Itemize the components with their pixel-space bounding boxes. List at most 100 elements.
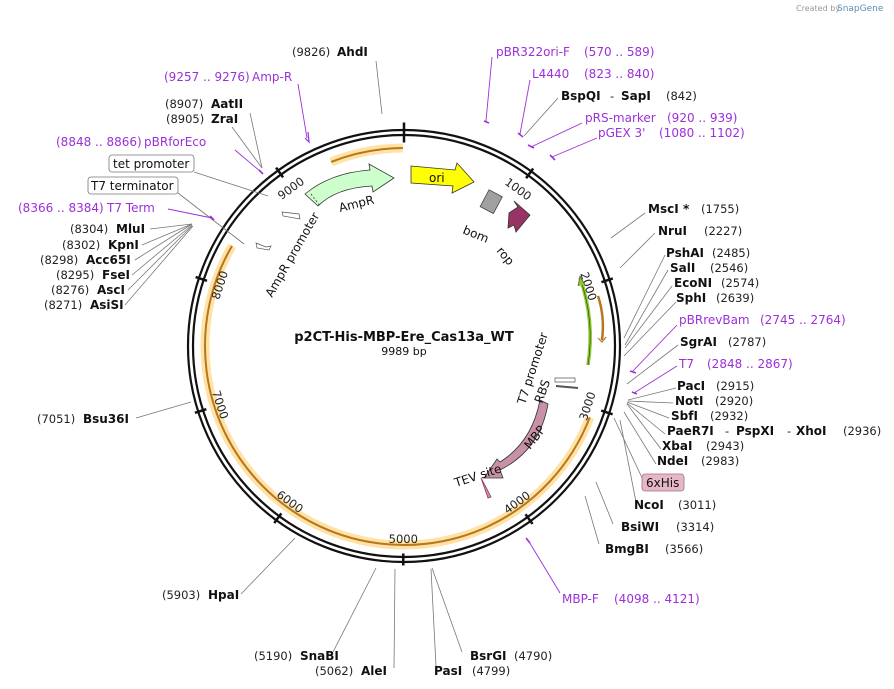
site-nrui[interactable]: NruI (2227) xyxy=(658,224,742,238)
site-ndei[interactable]: NdeI (2983) xyxy=(657,454,739,468)
feature-bom[interactable]: bom xyxy=(461,189,503,246)
site-ncoi[interactable]: NcoI (3011) xyxy=(634,498,716,512)
leader-mlui xyxy=(149,223,193,230)
leader-paci xyxy=(627,387,677,401)
ori-arrow xyxy=(410,162,475,194)
feature-ori[interactable]: ori xyxy=(410,162,475,194)
ampr-promoter-arrow xyxy=(255,242,272,251)
feature-ampr-promoter[interactable]: AmpR promoter xyxy=(255,210,322,300)
primer-mark-pbr322ori-f xyxy=(483,120,490,124)
site-sali[interactable]: SalI (2546) xyxy=(670,261,748,275)
leader-sphi xyxy=(623,301,677,357)
site-bspqi-pos: (842) xyxy=(666,89,697,103)
site-econi[interactable]: EcoNI (2574) xyxy=(674,276,759,290)
site-bsu36i-pos: (7051) xyxy=(37,412,75,426)
primer-mbp-f[interactable]: MBP-F (4098 .. 4121) xyxy=(562,592,700,606)
site-sbfi-pos: (2932) xyxy=(710,409,748,423)
leader-tet-promoter xyxy=(193,171,269,197)
site-pshai[interactable]: PshAI (2485) xyxy=(666,246,750,260)
site-sgrai[interactable]: SgrAI (2787) xyxy=(680,335,766,349)
boxed-t7-terminator[interactable]: T7 terminator xyxy=(87,176,179,195)
site-paer7i-pspxi-xhoi[interactable]: PaeR7I - PspXI - XhoI (2936) xyxy=(667,424,881,438)
leader-t7 xyxy=(633,365,678,394)
site-mlui[interactable]: (8304) MluI xyxy=(70,222,145,236)
primer-prs-marker[interactable]: pRS-marker (920 .. 939) xyxy=(585,111,737,125)
site-bsrgi-name: BsrGI xyxy=(470,649,507,663)
site-zrai[interactable]: (8905) ZraI xyxy=(166,112,238,126)
site-noti[interactable]: NotI (2920) xyxy=(675,394,753,408)
boxed-tet-promoter[interactable]: tet promoter xyxy=(108,154,195,173)
site-asci[interactable]: (8276) AscI xyxy=(51,283,125,297)
site-alei[interactable]: (5062) AleI xyxy=(315,664,387,678)
site-paer7i-pos: (2936) xyxy=(843,424,881,438)
tick-mark-7000 xyxy=(194,407,207,415)
site-bsrgi[interactable]: BsrGI (4790) xyxy=(470,649,552,663)
mbp-arrow xyxy=(483,399,549,479)
primer-t7-term[interactable]: (8366 .. 8384) T7 Term xyxy=(18,201,155,215)
primer-pgex3[interactable]: pGEX 3' (1080 .. 1102) xyxy=(598,126,745,140)
site-bsiwi[interactable]: BsiWI (3314) xyxy=(621,520,714,534)
site-pshai-pos: (2485) xyxy=(712,246,750,260)
site-sali-name: SalI xyxy=(670,261,695,275)
site-zrai-name: ZraI xyxy=(211,112,238,126)
green-orf-head xyxy=(577,275,586,287)
site-kpni[interactable]: (8302) KpnI xyxy=(62,238,139,252)
site-nrui-pos: (2227) xyxy=(704,224,742,238)
leader-bsiwi xyxy=(595,481,614,525)
site-bspqi-sapi[interactable]: BspQI - SapI (842) xyxy=(561,89,697,103)
site-msci-name: MscI xyxy=(648,202,679,216)
site-snabi-name: SnaBI xyxy=(300,649,339,663)
primer-pbrrevbam[interactable]: pBRrevBam (2745 .. 2764) xyxy=(679,313,846,327)
site-bmgbi-name: BmgBI xyxy=(605,542,649,556)
leader-alei xyxy=(393,568,396,669)
site-bsu36i[interactable]: (7051) Bsu36I xyxy=(37,412,129,426)
leader-ndei xyxy=(623,411,657,465)
site-fsei-pos: (8295) xyxy=(56,268,94,282)
site-aatii[interactable]: (8907) AatII xyxy=(165,97,243,111)
tick-label-2000: 2000 xyxy=(577,270,599,302)
site-mlui-pos: (8304) xyxy=(70,222,108,236)
site-msci[interactable]: MscI * (1755) xyxy=(648,202,739,216)
feature-ampr[interactable]: AmpR xyxy=(304,163,395,215)
site-sbfi[interactable]: SbfI (2932) xyxy=(671,409,748,423)
site-asisi-pos: (8271) xyxy=(44,298,82,312)
site-fsei-name: FseI xyxy=(102,268,130,282)
site-bmgbi-pos: (3566) xyxy=(665,542,703,556)
primer-pbr322ori-f[interactable]: pBR322ori-F (570 .. 589) xyxy=(496,45,654,59)
site-ahdi[interactable]: (9826) AhdI xyxy=(292,45,368,59)
site-pasi[interactable]: PasI (4799) xyxy=(434,664,510,678)
site-asci-pos: (8276) xyxy=(51,283,89,297)
primer-amp-r[interactable]: (9257 .. 9276) Amp-R xyxy=(164,70,292,84)
site-asisi-name: AsiSI xyxy=(90,298,124,312)
site-sphi[interactable]: SphI (2639) xyxy=(676,291,754,305)
site-hpai[interactable]: (5903) HpaI xyxy=(162,588,239,602)
primer-mark-pbrrevbam xyxy=(629,370,637,374)
site-asisi[interactable]: (8271) AsiSI xyxy=(44,298,124,312)
site-bsiwi-pos: (3314) xyxy=(676,520,714,534)
primer-t7-name: T7 xyxy=(678,357,694,371)
primer-mark-amp-r xyxy=(304,131,310,144)
site-acc65i-name: Acc65I xyxy=(86,253,131,267)
site-paci[interactable]: PacI (2915) xyxy=(677,379,754,393)
feature-tev-site[interactable]: TEV site xyxy=(452,462,504,499)
primer-pbrforeco[interactable]: (8848 .. 8866) pBRforEco xyxy=(56,135,206,149)
boxed-6xhis[interactable]: 6xHis xyxy=(641,473,685,492)
site-fsei[interactable]: (8295) FseI xyxy=(56,268,130,282)
site-sali-pos: (2546) xyxy=(710,261,748,275)
primer-l4440[interactable]: L4440 (823 .. 840) xyxy=(532,67,654,81)
site-xbai[interactable]: XbaI (2943) xyxy=(662,439,744,453)
primer-t7[interactable]: T7 (2848 .. 2867) xyxy=(678,357,793,371)
primer-l4440-name: L4440 xyxy=(532,67,569,81)
primer-pbrrevbam-range: (2745 .. 2764) xyxy=(760,313,846,327)
site-snabi[interactable]: (5190) SnaBI xyxy=(254,649,339,663)
site-bmgbi[interactable]: BmgBI (3566) xyxy=(605,542,703,556)
leader-pasi xyxy=(430,568,437,667)
site-ncoi-pos: (3011) xyxy=(678,498,716,512)
leader-paer7i xyxy=(626,402,666,435)
feature-rop[interactable]: rop xyxy=(494,200,531,268)
site-xbai-name: XbaI xyxy=(662,439,692,453)
site-sapi-name: SapI xyxy=(621,89,651,103)
leader-lines xyxy=(124,56,679,669)
site-acc65i[interactable]: (8298) Acc65I xyxy=(40,253,131,267)
rop-arrow xyxy=(507,200,531,233)
